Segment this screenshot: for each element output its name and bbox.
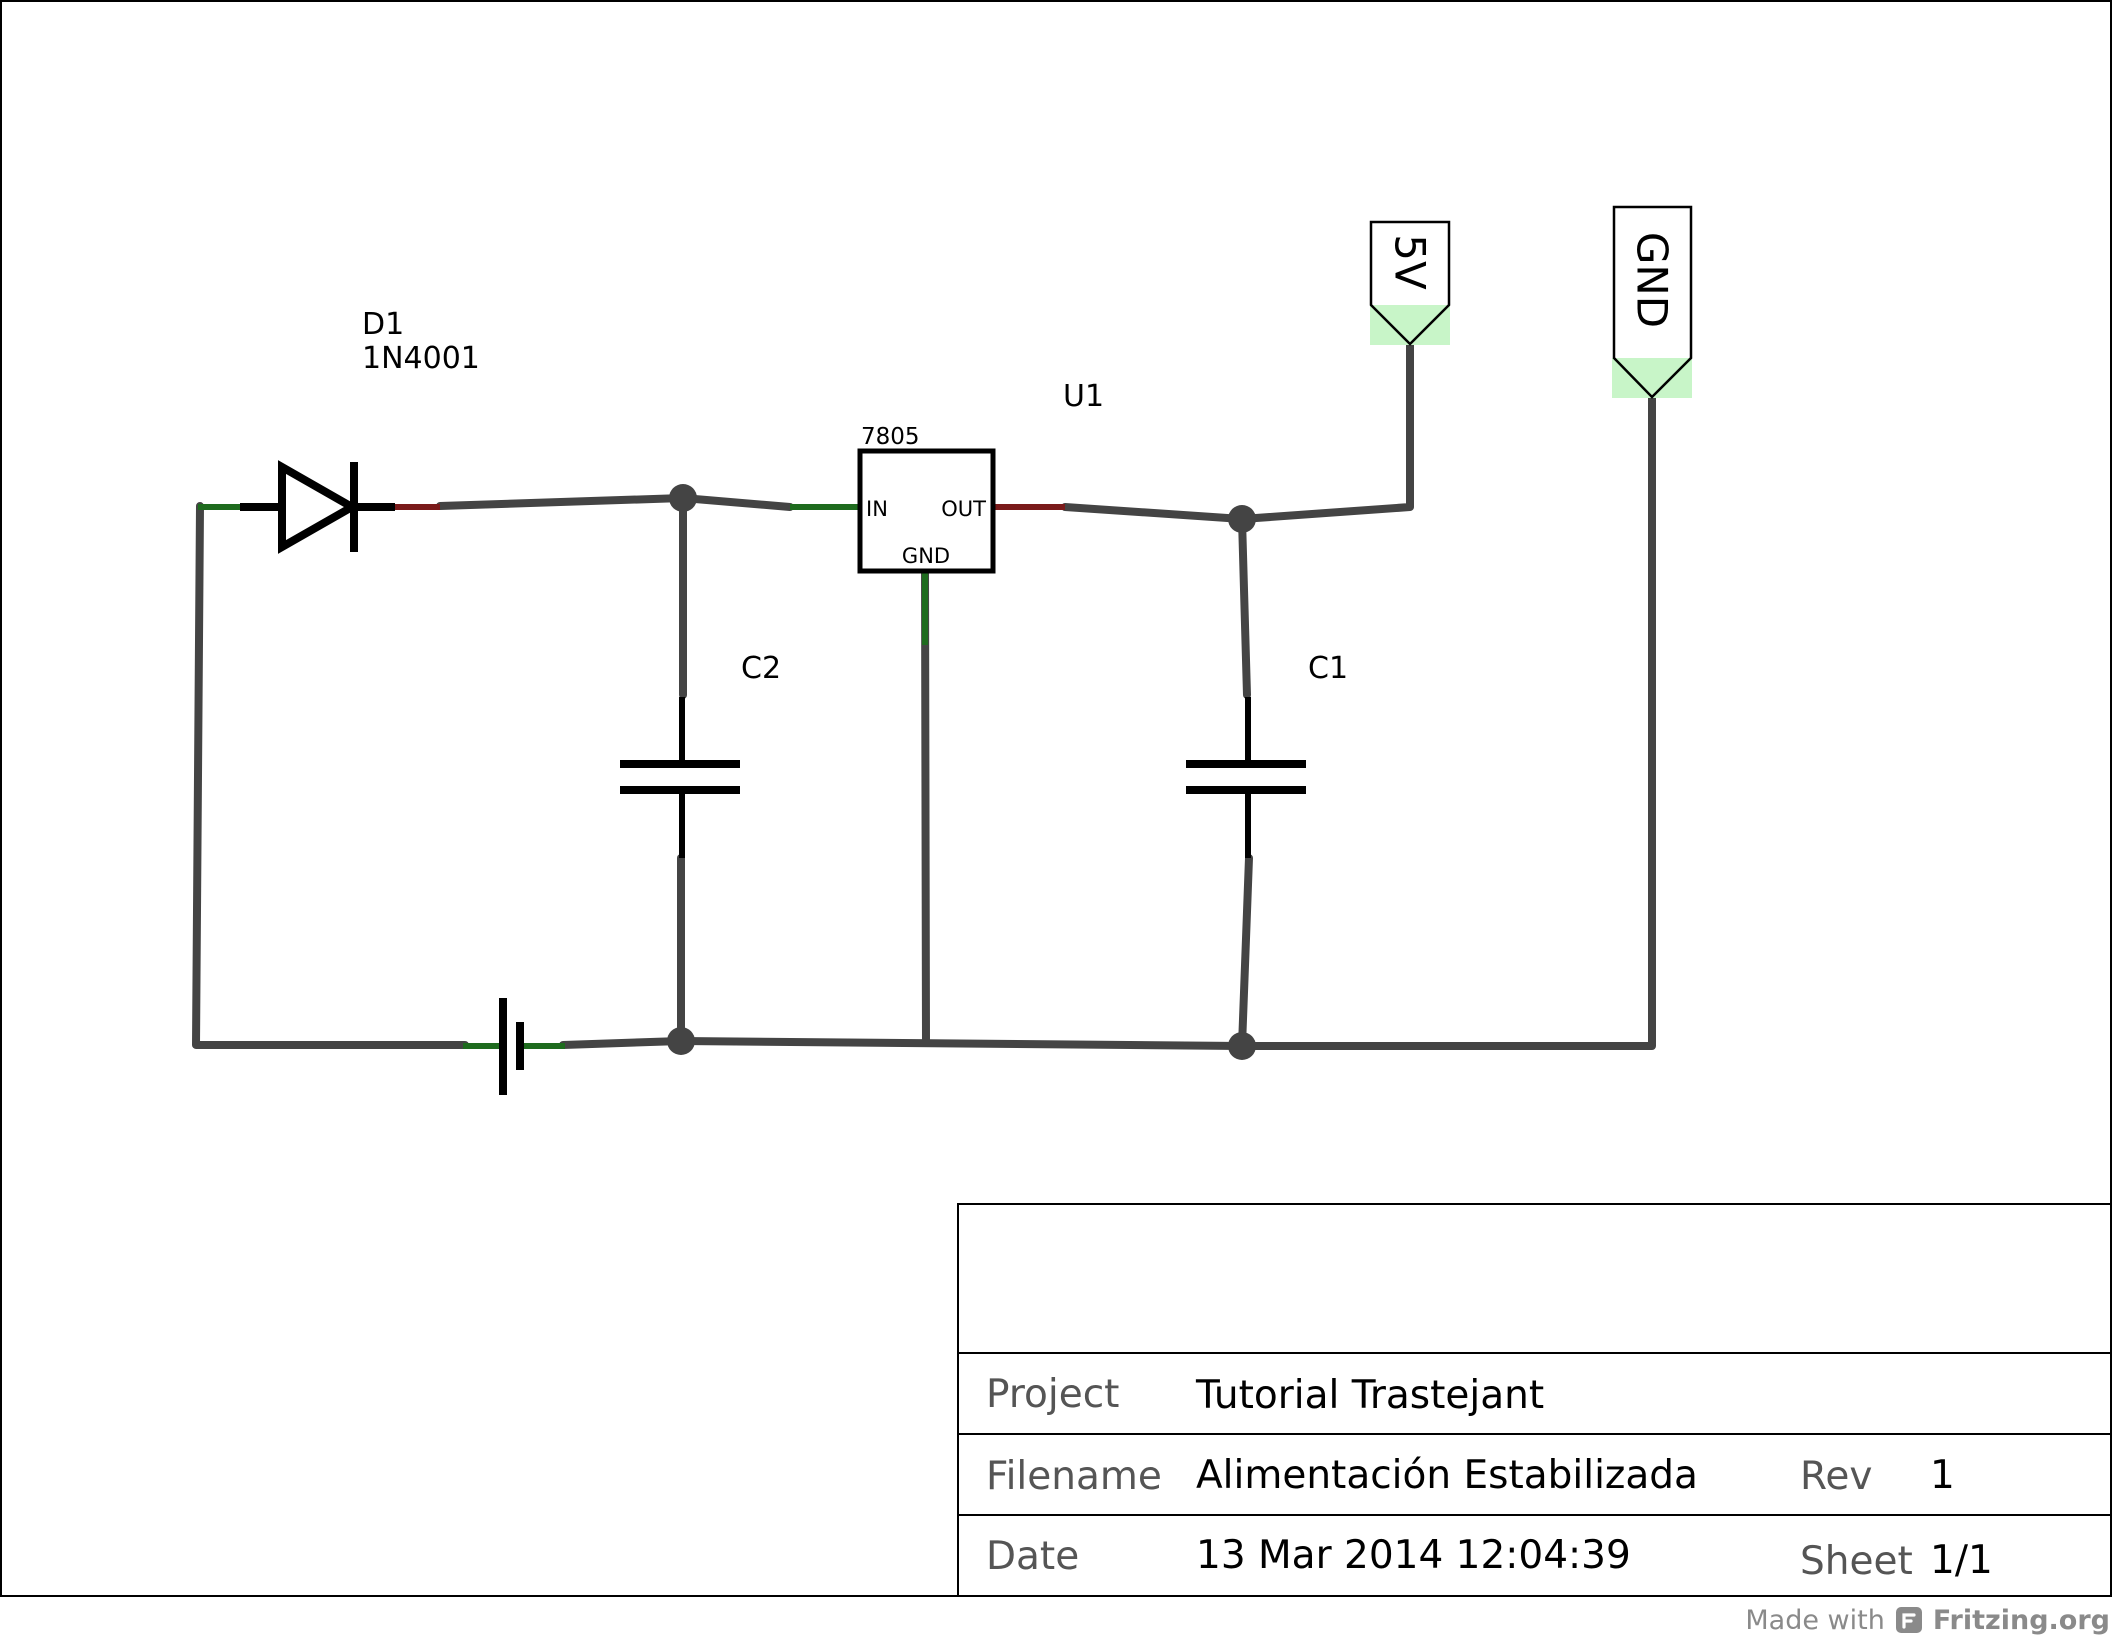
filename-value: Alimentación Estabilizada (1196, 1453, 1698, 1498)
regulator-body (857, 448, 996, 574)
net-label-5v[interactable]: 5V (1369, 220, 1451, 346)
wire-gnd-rail (559, 394, 1656, 1050)
wire-c2-to-in (679, 494, 794, 511)
wire-regulator-gnd (921, 568, 930, 1047)
capacitor-ref: C1 (1308, 651, 1348, 686)
rev-label: Rev (1800, 1454, 1872, 1499)
regulator-pin-in: IN (866, 497, 888, 521)
diode-part: 1N4001 (362, 341, 480, 376)
title-block: Project Tutorial Trastejant Filename Ali… (957, 1203, 2112, 1597)
sheet-value: 1/1 (1930, 1538, 1993, 1583)
battery[interactable] (499, 998, 524, 1095)
junction-dot (667, 1027, 695, 1055)
net-label-flag (1369, 220, 1451, 346)
fritzing-brand[interactable]: Fritzing.org (1932, 1604, 2110, 1636)
capacitor-c2[interactable]: C2 (620, 651, 781, 858)
junctions (667, 484, 1256, 1060)
regulator-pin-out: OUT (941, 497, 986, 521)
date-value: 13 Mar 2014 12:04:39 (1196, 1533, 1631, 1578)
wire-diode-to-c2 (436, 494, 687, 510)
date-label: Date (986, 1534, 1079, 1579)
project-value: Tutorial Trastejant (1195, 1373, 1544, 1418)
footer-credit: Made with Fritzing.org (1745, 1600, 2110, 1640)
fritzing-logo-icon (1895, 1607, 1922, 1633)
regulator-u1[interactable]: 7805 U1 IN OUT GND (857, 379, 1104, 574)
net-label-text: GND (1628, 232, 1677, 328)
wire-c1-top (1238, 515, 1251, 699)
net-label-gnd[interactable]: GND (1612, 205, 1693, 399)
regulator-part: 7805 (861, 424, 920, 450)
capacitor-c1[interactable]: C1 (1186, 651, 1348, 858)
wire-5v (1238, 341, 1414, 523)
pin-markers (198, 504, 1251, 1049)
project-label: Project (986, 1372, 1119, 1417)
net-label-highlight (1612, 358, 1692, 398)
capacitor-ref: C2 (741, 651, 781, 686)
made-with-text: Made with (1745, 1604, 1885, 1636)
regulator-ref: U1 (1063, 379, 1104, 414)
net-label-highlight (1370, 305, 1450, 345)
title-block-frame (957, 1203, 2112, 1597)
sheet-border (0, 0, 2112, 1597)
net-label-text: 5V (1386, 234, 1435, 290)
regulator-pin-gnd: GND (902, 544, 950, 568)
rev-value: 1 (1930, 1453, 1955, 1498)
junction-dot (1228, 1032, 1256, 1060)
wire-out-to-c1 (1061, 503, 1246, 523)
diode-ref: D1 (362, 307, 404, 342)
net-label-flag (1612, 205, 1693, 399)
junction-dot (1228, 505, 1256, 533)
filename-label: Filename (986, 1454, 1162, 1499)
diode-anode-triangle (278, 460, 361, 554)
wire-left-loop (192, 502, 469, 1049)
wire-c1-bottom (1238, 854, 1253, 1050)
diode-d1[interactable]: D1 1N4001 (240, 307, 480, 554)
sheet-label: Sheet (1800, 1539, 1913, 1584)
junction-dot (669, 484, 697, 512)
